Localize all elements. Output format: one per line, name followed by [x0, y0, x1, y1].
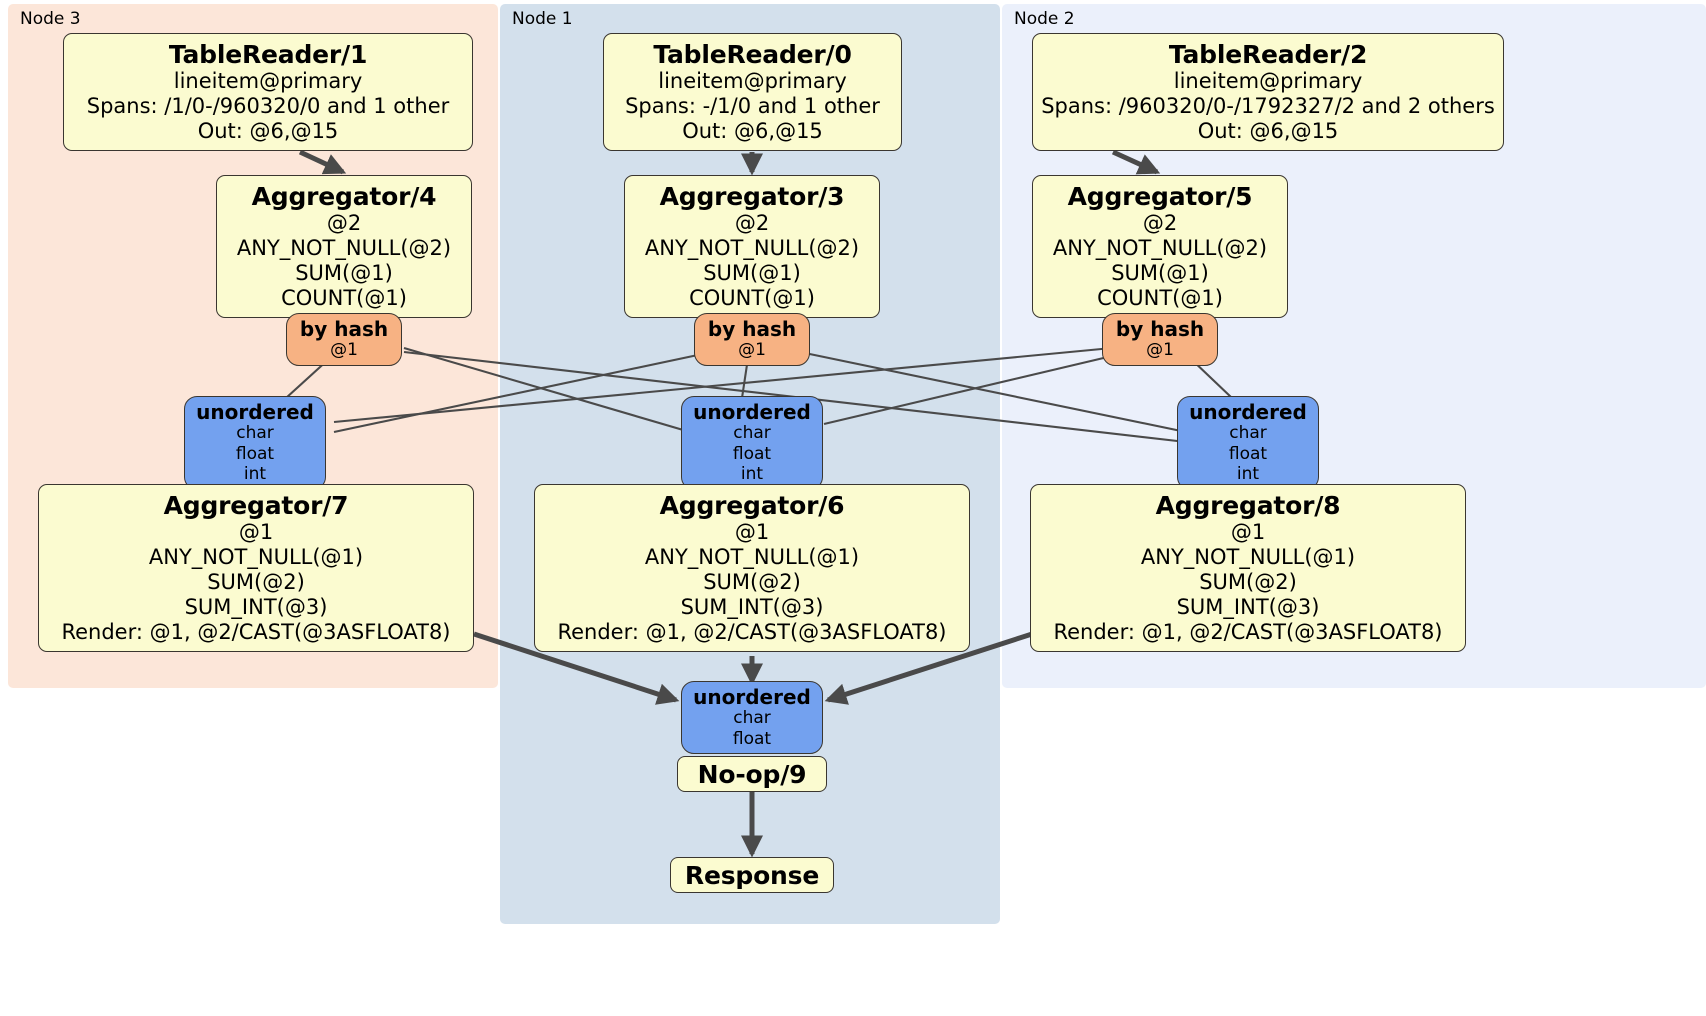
output-router-by-hash-node1[interactable]: by hash @1 — [694, 313, 810, 366]
processor-title: No-op/9 — [697, 759, 807, 789]
processor-detail: SUM(@1) — [295, 260, 393, 285]
processor-render: Render: @1, @2/CAST(@3ASFLOAT8) — [1053, 619, 1443, 644]
synchronizer-type: float — [732, 728, 772, 749]
processor-detail: Out: @6,@15 — [1197, 118, 1339, 143]
synchronizer-title: unordered — [693, 400, 811, 424]
processor-detail: Spans: -/1/0 and 1 other — [625, 93, 880, 118]
output-router-by-hash-node2[interactable]: by hash @1 — [1102, 313, 1218, 366]
processor-aggregator5[interactable]: Aggregator/5 @2 ANY_NOT_NULL(@2) SUM(@1)… — [1032, 175, 1288, 318]
router-title: by hash — [299, 317, 389, 341]
processor-detail: SUM(@1) — [1111, 260, 1209, 285]
processor-detail: Spans: /960320/0-/1792327/2 and 2 others — [1041, 93, 1495, 118]
processor-detail: @1 — [1230, 520, 1266, 544]
processor-title: Aggregator/4 — [251, 182, 437, 211]
processor-detail: ANY_NOT_NULL(@2) — [1052, 235, 1268, 260]
processor-title: Aggregator/3 — [659, 182, 845, 211]
router-detail: @1 — [738, 340, 766, 361]
processor-detail: @1 — [238, 520, 274, 544]
synchronizer-type: int — [740, 464, 764, 485]
processor-title: Aggregator/7 — [163, 491, 349, 520]
input-synchronizer-unordered-final[interactable]: unordered char float — [681, 681, 823, 755]
processor-detail: SUM(@2) — [207, 569, 305, 594]
processor-detail: @2 — [1142, 211, 1178, 235]
processor-title: Aggregator/6 — [659, 491, 845, 520]
node-panel-label-node1: Node 1 — [512, 9, 573, 29]
processor-detail: @1 — [734, 520, 770, 544]
processor-detail: Out: @6,@15 — [197, 118, 339, 143]
processor-response[interactable]: Response — [670, 857, 834, 893]
processor-detail: ANY_NOT_NULL(@1) — [1140, 544, 1356, 569]
synchronizer-type: int — [243, 464, 267, 485]
synchronizer-title: unordered — [196, 400, 314, 424]
processor-title: Aggregator/5 — [1067, 182, 1253, 211]
synchronizer-title: unordered — [693, 685, 811, 709]
processor-title: TableReader/2 — [1168, 40, 1368, 69]
processor-detail: SUM_INT(@3) — [680, 594, 824, 619]
synchronizer-type: char — [733, 423, 771, 444]
input-synchronizer-unordered-node2[interactable]: unordered char float int — [1177, 396, 1319, 490]
processor-noop9[interactable]: No-op/9 — [677, 756, 827, 792]
processor-detail: SUM(@2) — [703, 569, 801, 594]
processor-detail: @2 — [734, 211, 770, 235]
input-synchronizer-unordered-node1[interactable]: unordered char float int — [681, 396, 823, 490]
processor-aggregator7[interactable]: Aggregator/7 @1 ANY_NOT_NULL(@1) SUM(@2)… — [38, 484, 474, 652]
processor-aggregator4[interactable]: Aggregator/4 @2 ANY_NOT_NULL(@2) SUM(@1)… — [216, 175, 472, 318]
processor-detail: ANY_NOT_NULL(@1) — [644, 544, 860, 569]
processor-detail: lineitem@primary — [1173, 69, 1363, 93]
processor-tablereader2[interactable]: TableReader/2 lineitem@primary Spans: /9… — [1032, 33, 1504, 151]
processor-detail: Out: @6,@15 — [682, 118, 823, 143]
processor-detail: SUM(@2) — [1199, 569, 1297, 594]
processor-tablereader1[interactable]: TableReader/1 lineitem@primary Spans: /1… — [63, 33, 473, 151]
processor-aggregator6[interactable]: Aggregator/6 @1 ANY_NOT_NULL(@1) SUM(@2)… — [534, 484, 970, 652]
processor-title: Response — [684, 860, 820, 890]
router-detail: @1 — [330, 340, 358, 361]
processor-detail: lineitem@primary — [173, 69, 363, 93]
processor-detail: lineitem@primary — [658, 69, 847, 93]
processor-detail: SUM_INT(@3) — [184, 594, 328, 619]
synchronizer-type: float — [235, 443, 275, 464]
processor-detail: SUM(@1) — [703, 260, 801, 285]
processor-detail: ANY_NOT_NULL(@2) — [236, 235, 452, 260]
synchronizer-type: char — [733, 708, 771, 729]
processor-detail: @2 — [326, 211, 362, 235]
processor-detail: ANY_NOT_NULL(@2) — [644, 235, 860, 260]
processor-detail: COUNT(@1) — [281, 285, 407, 310]
router-title: by hash — [1115, 317, 1205, 341]
router-detail: @1 — [1146, 340, 1174, 361]
processor-detail: ANY_NOT_NULL(@1) — [148, 544, 364, 569]
output-router-by-hash-node3[interactable]: by hash @1 — [286, 313, 402, 366]
processor-title: TableReader/0 — [653, 40, 852, 69]
synchronizer-type: float — [1228, 443, 1268, 464]
synchronizer-title: unordered — [1189, 400, 1307, 424]
router-title: by hash — [707, 317, 797, 341]
processor-detail: COUNT(@1) — [1097, 285, 1223, 310]
node-panel-label-node3: Node 3 — [20, 9, 81, 29]
processor-title: TableReader/1 — [168, 40, 368, 69]
synchronizer-type: float — [732, 443, 772, 464]
input-synchronizer-unordered-node3[interactable]: unordered char float int — [184, 396, 326, 490]
processor-render: Render: @1, @2/CAST(@3ASFLOAT8) — [61, 619, 451, 644]
processor-aggregator3[interactable]: Aggregator/3 @2 ANY_NOT_NULL(@2) SUM(@1)… — [624, 175, 880, 318]
processor-aggregator8[interactable]: Aggregator/8 @1 ANY_NOT_NULL(@1) SUM(@2)… — [1030, 484, 1466, 652]
synchronizer-type: int — [1236, 464, 1260, 485]
processor-detail: SUM_INT(@3) — [1176, 594, 1320, 619]
synchronizer-type: char — [236, 423, 274, 444]
processor-detail: COUNT(@1) — [689, 285, 815, 310]
synchronizer-type: char — [1229, 423, 1267, 444]
processor-tablereader0[interactable]: TableReader/0 lineitem@primary Spans: -/… — [603, 33, 902, 151]
processor-render: Render: @1, @2/CAST(@3ASFLOAT8) — [557, 619, 947, 644]
processor-title: Aggregator/8 — [1155, 491, 1341, 520]
node-panel-label-node2: Node 2 — [1014, 9, 1075, 29]
processor-detail: Spans: /1/0-/960320/0 and 1 other — [86, 93, 450, 118]
